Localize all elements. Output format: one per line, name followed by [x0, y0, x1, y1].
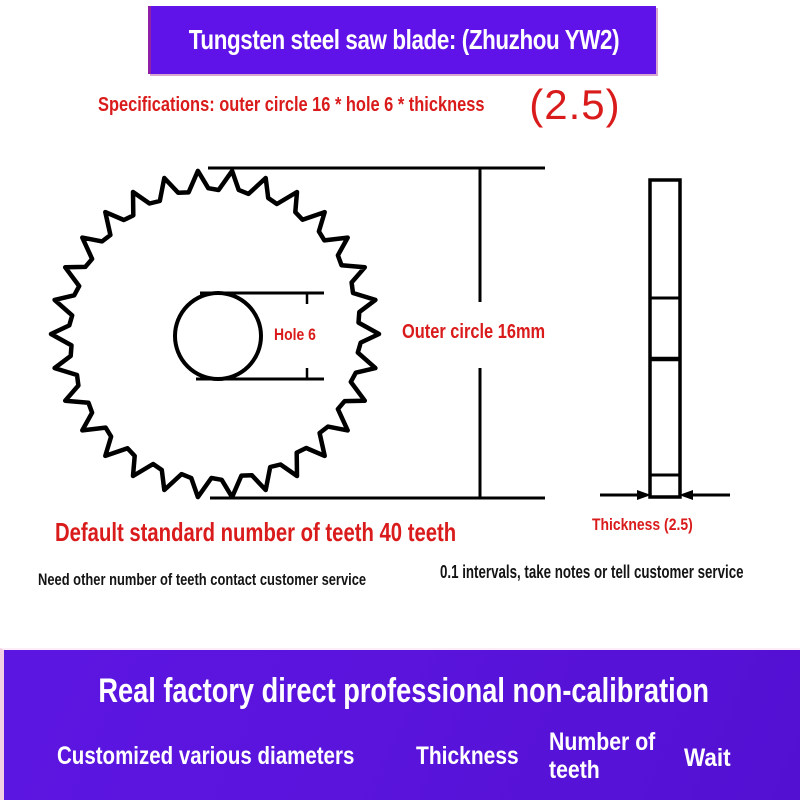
bore-dimension-lines: [196, 291, 324, 381]
outer-circle-label: Outer circle 16mm: [402, 322, 577, 342]
thickness-arrows: [600, 490, 730, 500]
footer-headline: Real factory direct professional non-cal…: [4, 672, 800, 711]
footer-headline-text: Real factory direct professional non-cal…: [98, 672, 710, 710]
footer-item-teeth-count: Number of teeth: [549, 728, 656, 784]
interval-note-text: 0.1 intervals, take notes or tell custom…: [440, 562, 744, 582]
footer-item-thickness-text: Thickness: [416, 742, 519, 770]
default-teeth-text: Default standard number of teeth 40 teet…: [55, 517, 457, 547]
contact-service-note: Need other number of teeth contact custo…: [38, 570, 470, 590]
default-teeth-note: Default standard number of teeth 40 teet…: [55, 517, 569, 548]
interval-note: 0.1 intervals, take notes or tell custom…: [440, 562, 800, 583]
product-title-banner: Tungsten steel saw blade: (Zhuzhou YW2): [148, 6, 656, 74]
spec-label: Specifications: outer circle 16 * hole 6…: [98, 93, 485, 116]
outer-dimension-lines: [208, 166, 545, 500]
spec-value: (2.5): [529, 81, 621, 128]
blade-side-view: [648, 178, 682, 499]
contact-service-text: Need other number of teeth contact custo…: [38, 570, 367, 589]
hole-diameter-label: Hole 6: [274, 326, 325, 343]
thickness-text: Thickness (2.5): [592, 515, 693, 534]
footer-item-diameters-text: Customized various diameters: [57, 742, 355, 770]
thickness-label: Thickness (2.5): [592, 516, 715, 533]
outer-circle-text: Outer circle 16mm: [402, 321, 546, 343]
footer-item-diameters: Customized various diameters: [57, 742, 420, 770]
product-title: Tungsten steel saw blade: (Zhuzhou YW2): [188, 24, 619, 55]
spec-line: Specifications: outer circle 16 * hole 6…: [98, 80, 621, 130]
footer-item-wait-text: Wait: [684, 744, 731, 772]
blade-technical-drawing: [48, 166, 730, 500]
bore-circle: [173, 291, 263, 381]
footer-item-thickness: Thickness: [416, 742, 538, 770]
hole-diameter-text: Hole 6: [274, 325, 316, 344]
footer-item-wait: Wait: [684, 744, 736, 772]
footer-banner: Real factory direct professional non-cal…: [0, 648, 800, 800]
